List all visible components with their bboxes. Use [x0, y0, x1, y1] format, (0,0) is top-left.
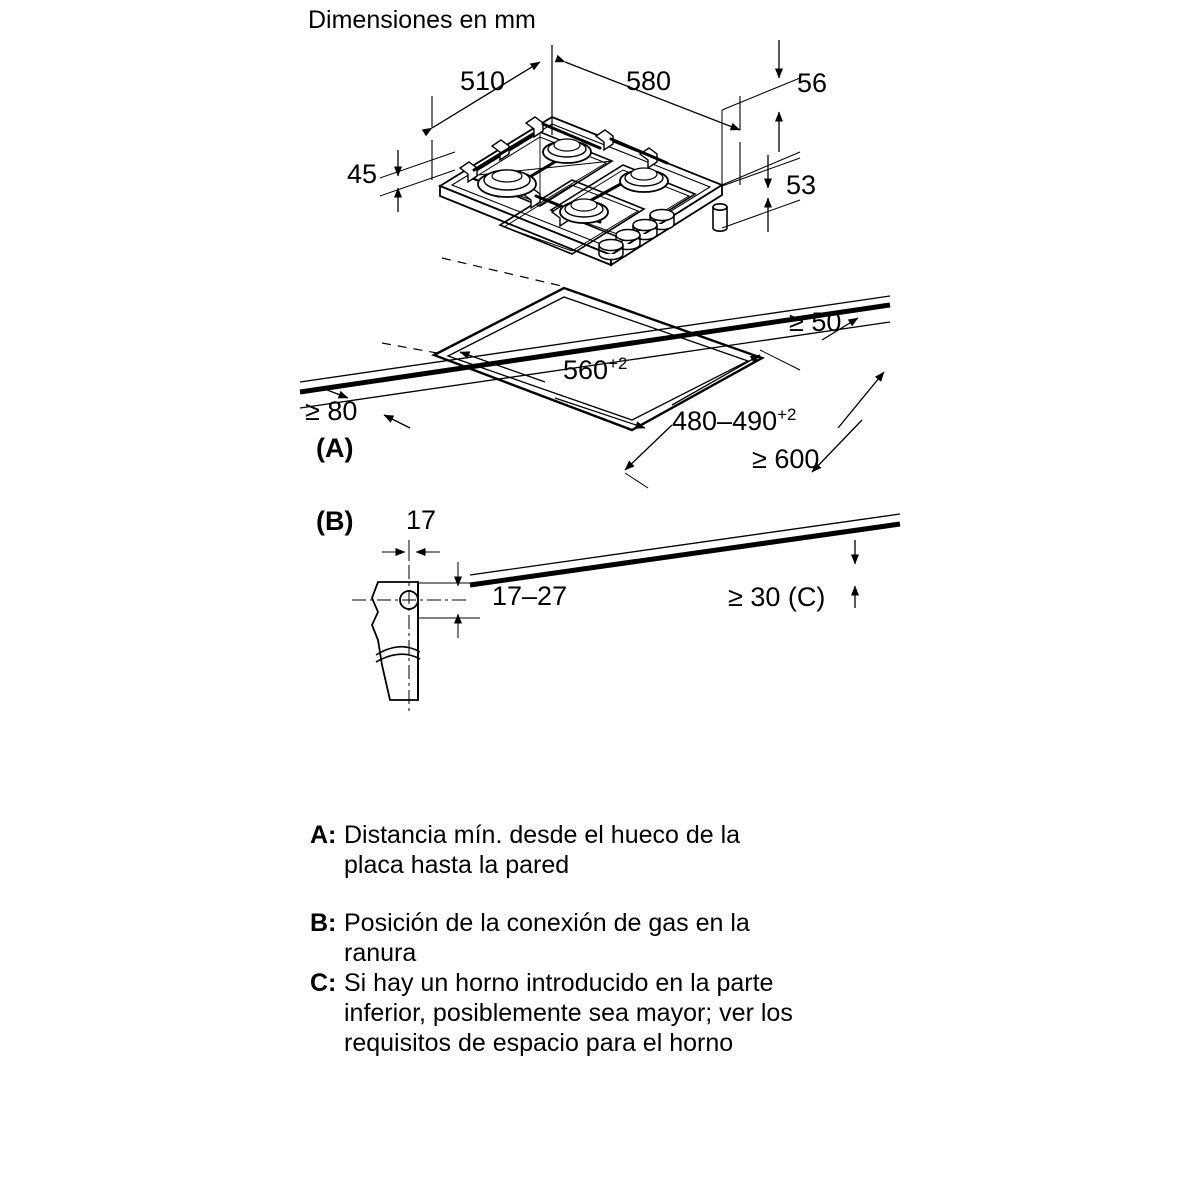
legend-text-c: Si hay un horno introducido en la parte … — [344, 968, 930, 1058]
control-knob — [632, 218, 658, 241]
hob-dimension-lines — [379, 40, 801, 232]
detail-a-reference-label: (A) — [316, 433, 354, 463]
legend-text-b: Posición de la conexión de gas en la ran… — [344, 908, 910, 968]
dimension-rear-min-50: ≥ 50 — [789, 307, 842, 337]
legend-text-a: Distancia mín. desde el hueco de la plac… — [344, 820, 910, 880]
dimension-cutout-depth-480-490: 480–490+2 — [672, 405, 797, 436]
legend-line: requisitos de espacio para el horno — [344, 1029, 734, 1057]
legend-item-b: B: Posición de la conexión de gas en la … — [310, 908, 910, 968]
detail-b-dimension-17-27: 17–27 — [492, 581, 568, 611]
legend-item-a: A: Distancia mín. desde el hueco de la p… — [310, 820, 910, 880]
dimension-side-min-80: ≥ 80 — [305, 396, 358, 426]
dimension-cutout-width-560: 560+2 — [563, 354, 628, 385]
legend-line: Posición de la conexión de gas en la — [344, 909, 750, 937]
legend-item-c: C: Si hay un horno introducido en la par… — [310, 968, 930, 1058]
dimension-width-580: 580 — [626, 66, 672, 96]
dimension-worktop-thickness-30-c: ≥ 30 (C) — [728, 582, 826, 612]
dimension-height-53: 53 — [786, 170, 817, 200]
burner — [542, 138, 592, 164]
legend-key-a: A: — [310, 821, 337, 849]
burner — [619, 167, 669, 193]
legend-line: placa hasta la pared — [344, 851, 570, 879]
gas-connection-pipe — [712, 203, 728, 232]
gas-hob-illustration — [438, 115, 728, 267]
worktop-cutout-illustration — [299, 257, 901, 588]
page-title: Dimensiones en mm — [308, 6, 536, 34]
dimension-front-min-600: ≥ 600 — [752, 444, 820, 474]
legend-line: Si hay un horno introducido en la parte — [344, 969, 774, 997]
dimension-height-56: 56 — [797, 68, 828, 98]
detail-b-dimension-17: 17 — [406, 505, 437, 535]
dimension-depth-510: 510 — [460, 66, 506, 96]
legend-key-b: B: — [310, 909, 337, 937]
legend-line: inferior, posiblemente sea mayor; ver lo… — [344, 999, 793, 1027]
legend-line: ranura — [344, 939, 417, 967]
legend-key-c: C: — [310, 969, 337, 997]
worktop-dimension-lines — [321, 317, 885, 608]
detail-b-label: (B) — [316, 506, 354, 536]
burner — [559, 198, 609, 224]
legend-line: Distancia mín. desde el hueco de la — [344, 821, 741, 849]
dimension-front-45: 45 — [347, 159, 378, 189]
detail-b-cross-section — [352, 540, 480, 712]
burner — [477, 169, 537, 198]
control-knob — [598, 238, 624, 261]
